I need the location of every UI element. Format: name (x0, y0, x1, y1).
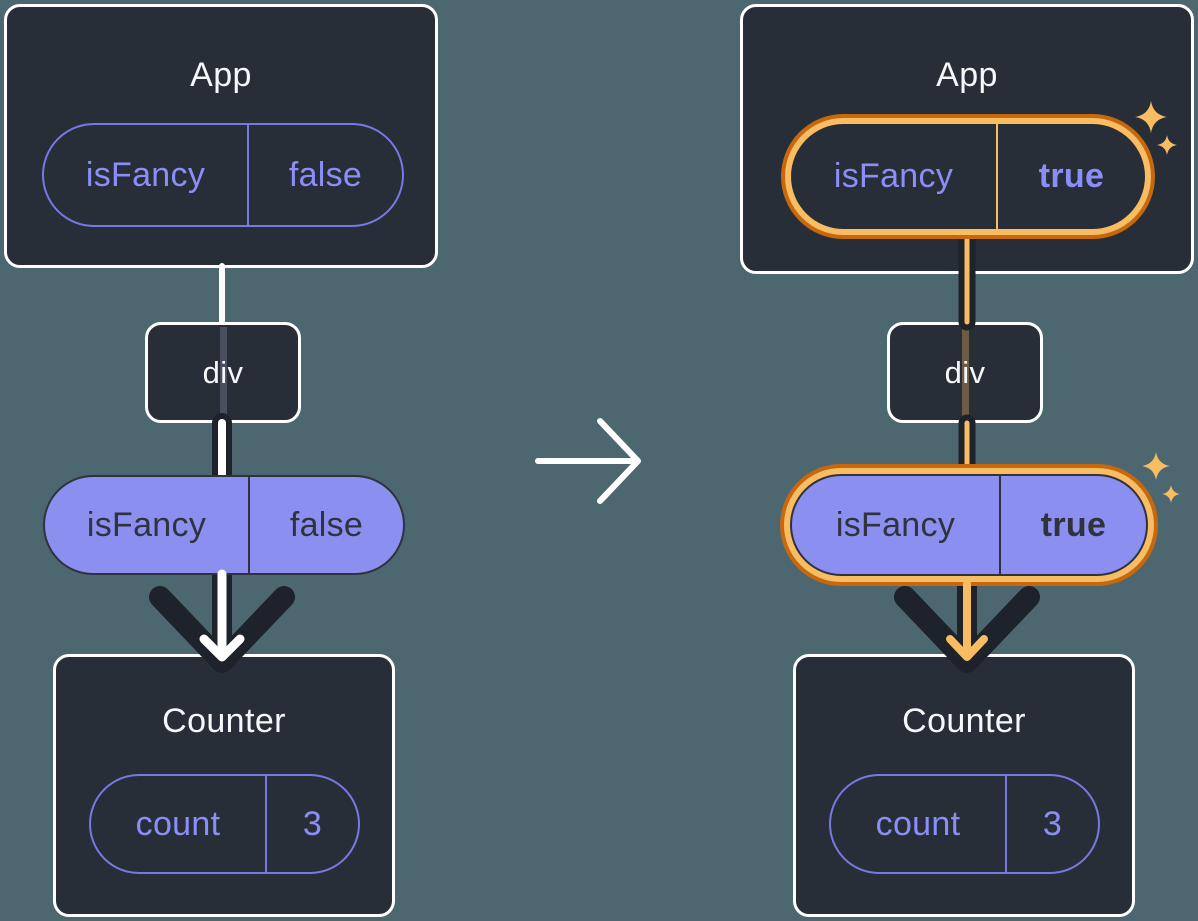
before-prop-pill: isFancy false (43, 475, 405, 575)
before-app-state-name: isFancy (44, 125, 249, 225)
after-arrow-chevron-icon (894, 586, 1040, 673)
before-app-state-value: false (288, 155, 363, 194)
before-counter-title: Counter (162, 702, 286, 740)
before-prop-name: isFancy (45, 477, 250, 573)
after-prop-pill-highlight-ring: isFancy true (780, 464, 1158, 586)
before-prop-value: false (289, 505, 364, 544)
after-prop-pill: isFancy true (790, 474, 1148, 576)
before-arrow-chevron-icon (149, 586, 295, 673)
transition-right-arrow-icon (535, 418, 641, 504)
after-app-state-value: true (1038, 157, 1105, 195)
before-app-state-pill: isFancy false (42, 123, 404, 227)
after-app-state-pill: isFancy true (791, 124, 1145, 229)
sparkle-icon (1142, 452, 1170, 480)
before-div-box: div (145, 322, 301, 423)
after-counter-state-pill: count 3 (829, 774, 1100, 874)
after-prop-name: isFancy (792, 476, 1001, 574)
after-counter-state-name: count (831, 776, 1007, 872)
before-div-label: div (202, 355, 244, 390)
after-counter-state-value: 3 (1042, 804, 1063, 843)
sparkle-icon (1162, 485, 1180, 503)
after-div-passthrough-line (961, 327, 969, 418)
before-counter-state-value: 3 (302, 804, 323, 843)
after-app-state-name: isFancy (791, 124, 998, 229)
before-div-passthrough-line (219, 327, 227, 418)
after-div-box: div (887, 322, 1043, 423)
before-counter-state-name: count (91, 776, 267, 872)
after-div-label: div (944, 355, 986, 390)
after-app-state-pill-highlight-ring: isFancy true (781, 114, 1155, 239)
before-counter-state-pill: count 3 (89, 774, 360, 874)
after-prop-value: true (1040, 505, 1107, 544)
after-app-title: App (936, 56, 998, 94)
before-app-title: App (190, 56, 252, 94)
after-counter-title: Counter (902, 702, 1026, 740)
